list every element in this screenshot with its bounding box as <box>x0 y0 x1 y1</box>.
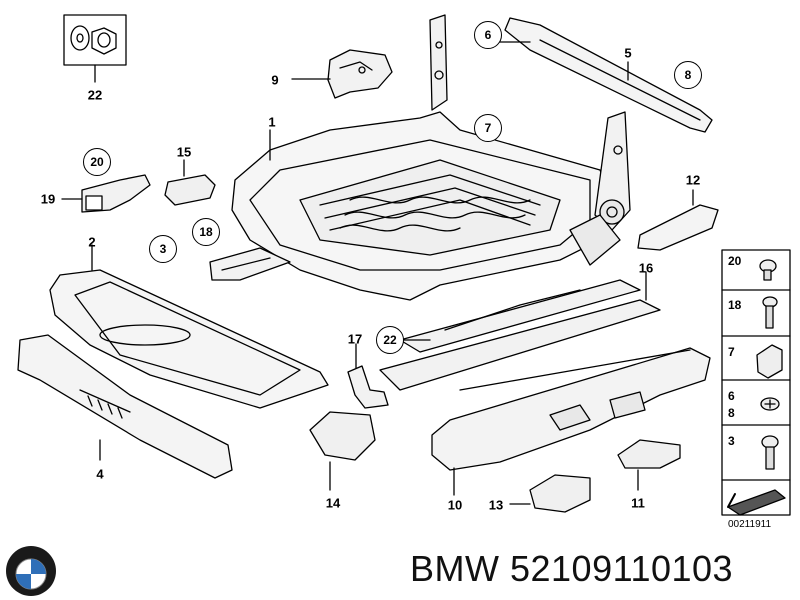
part-12-cover <box>637 189 719 251</box>
callout-9: 9 <box>271 72 279 88</box>
callout-13: 13 <box>488 497 504 513</box>
part-18-rail <box>209 247 291 281</box>
callout-8-circled: 8 <box>674 61 702 89</box>
callout-18-circled: 18 <box>192 218 220 246</box>
brand-part-number: BMW 52109110103 <box>410 548 734 589</box>
part-9-bracket <box>291 49 393 99</box>
part-17-clip <box>347 343 389 409</box>
part-22-nut <box>63 14 127 83</box>
reference-code: 00211911 <box>728 519 772 530</box>
legend-label-3: 3 <box>728 434 735 448</box>
callout-6-circled: 6 <box>474 21 502 49</box>
part-15-pad <box>164 159 216 206</box>
callout-7-circled: 7 <box>474 114 502 142</box>
callout-22: 22 <box>87 87 103 103</box>
legend-label-6: 6 <box>728 389 735 403</box>
legend-label-18: 18 <box>728 298 742 312</box>
part-14-cap <box>309 411 376 491</box>
callout-14: 14 <box>325 495 341 511</box>
callout-4: 4 <box>96 466 104 482</box>
callout-2: 2 <box>88 234 96 250</box>
legend-label-20: 20 <box>728 254 742 268</box>
part-10-side-trim <box>431 347 711 496</box>
callout-17: 17 <box>347 331 363 347</box>
part-19-bracket <box>61 174 151 213</box>
part-11-cover <box>617 439 681 491</box>
callout-10: 10 <box>447 497 463 513</box>
legend-label-7: 7 <box>728 345 735 359</box>
part-5-rod <box>499 17 713 133</box>
part-4-trim <box>17 334 233 479</box>
callout-19: 19 <box>40 191 56 207</box>
callout-3-circled: 3 <box>149 235 177 263</box>
hinge-left <box>429 14 448 111</box>
callout-16: 16 <box>638 260 654 276</box>
callout-11: 11 <box>631 495 645 511</box>
callout-15: 15 <box>176 144 192 160</box>
callout-20-circled: 20 <box>83 148 111 176</box>
part-16-rails <box>379 271 661 391</box>
callout-1: 1 <box>268 114 276 130</box>
callout-22-circled: 22 <box>376 326 404 354</box>
fastener-legend <box>721 249 791 516</box>
part-1-seat-frame <box>231 111 613 301</box>
bmw-logo <box>6 546 56 596</box>
part-13-cover <box>509 474 591 513</box>
hinge-right <box>569 111 631 266</box>
part-2-seat-pan <box>49 244 329 409</box>
callout-5: 5 <box>624 45 632 61</box>
callout-12: 12 <box>685 172 701 188</box>
legend-label-8: 8 <box>728 406 735 420</box>
